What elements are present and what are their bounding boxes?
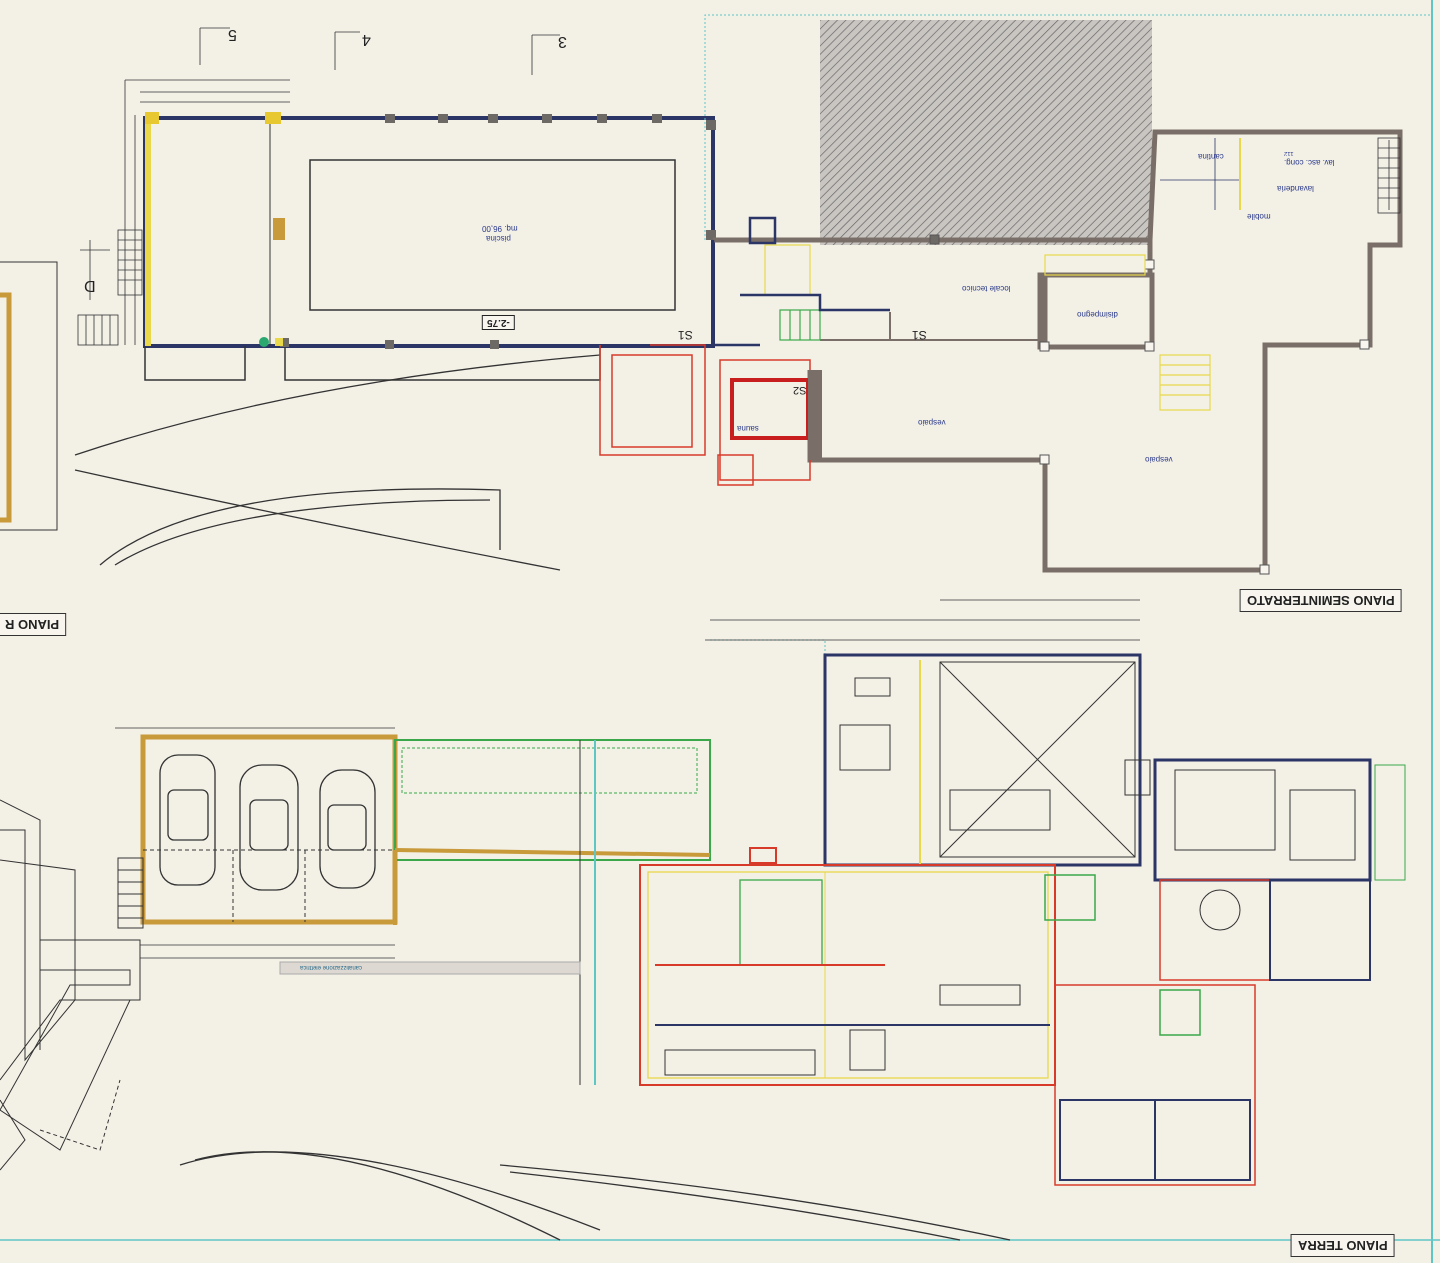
room-label-laundry-equipment-dim: 112	[1284, 150, 1294, 156]
cars	[159, 754, 376, 891]
main-house	[639, 599, 1406, 1186]
room-label-sauna: sauna	[737, 424, 759, 433]
level-mark: -2.75	[482, 315, 515, 330]
utility-channel-label: canalizzazione elettrica	[300, 964, 363, 970]
grid-axis-4: 4	[362, 31, 371, 48]
room-label-laundry-equipment: lav. asc. cong.	[1284, 158, 1335, 167]
section-mark-s1-left: S1	[678, 328, 693, 342]
site-curves	[74, 354, 601, 571]
pool-building	[77, 27, 716, 381]
room-label-technical: locale tecnico	[962, 284, 1011, 293]
basement-pillars	[929, 234, 1370, 575]
car-2	[239, 764, 299, 891]
room-label-cellar: cantina	[1198, 152, 1224, 161]
room-label-crawlspace-2: vespaio	[1145, 455, 1173, 464]
room-label-crawlspace-1: vespaio	[918, 418, 946, 427]
grid-axis-3: 3	[558, 33, 567, 50]
grid-axis-5: 5	[228, 26, 237, 43]
title-cut-plan: PIANO R	[0, 613, 67, 636]
section-mark-s2: S2	[793, 384, 807, 396]
grid-axis-d: D	[84, 277, 96, 294]
room-label-hallway: disimpegno	[1077, 310, 1118, 319]
room-label-pool: piscina	[486, 234, 511, 243]
ground-curves	[179, 1151, 1011, 1241]
hatched-area	[820, 20, 1152, 245]
partial-plan-left	[0, 261, 58, 531]
title-piano-terra: PIANO TERRA	[1291, 1234, 1395, 1257]
car-1	[159, 754, 216, 886]
room-label-pool-area: mq. 96,00	[482, 224, 518, 233]
room-label-furniture: mobile	[1247, 212, 1271, 221]
title-piano-seminterrato: PIANO SEMINTERRATO	[1240, 589, 1402, 612]
carport	[279, 739, 711, 1085]
room-label-laundry: lavanderia	[1277, 184, 1314, 193]
section-mark-s1-right: S1	[912, 328, 927, 342]
pool-basin	[309, 159, 676, 311]
garage	[115, 727, 398, 959]
car-3	[319, 769, 376, 889]
